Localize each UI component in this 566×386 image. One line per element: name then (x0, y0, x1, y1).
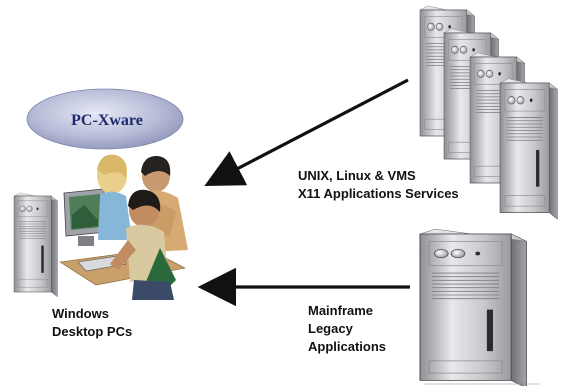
mainframe-server-icon (419, 228, 528, 386)
unix-label-line2: X11 Applications Services (298, 186, 459, 201)
desktop-label-line2: Desktop PCs (52, 324, 133, 339)
desktop-label-line1: Windows (52, 306, 109, 321)
mainframe-label-line2: Legacy (308, 321, 353, 336)
mainframe-label-line1: Mainframe (308, 303, 374, 318)
users-at-computer-icon (13, 154, 188, 300)
pc-xware-badge: PC-Xware (26, 88, 184, 150)
mainframe-label-line3: Applications (308, 339, 387, 354)
badge-text: PC-Xware (71, 112, 143, 129)
arrow-left-icon (204, 78, 409, 186)
unix-label-line1: UNIX, Linux & VMS (298, 168, 416, 183)
